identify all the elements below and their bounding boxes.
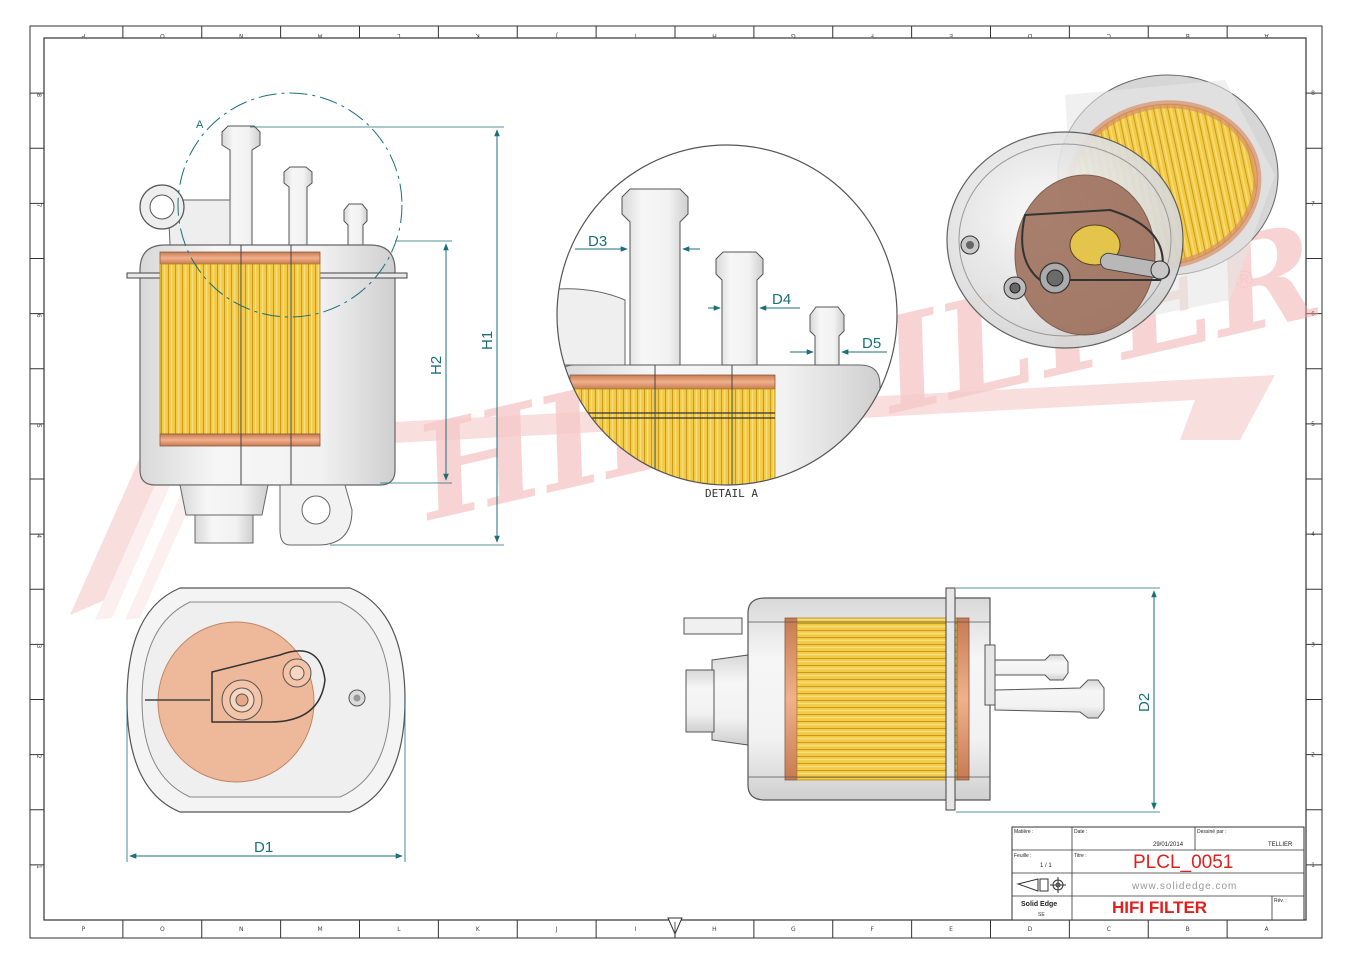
zone-label-top: J <box>556 32 559 39</box>
zone-label-right: 3 <box>1311 641 1315 648</box>
tb-software: Solid Edge <box>1021 901 1057 908</box>
zone-label-bottom: I <box>635 926 637 933</box>
dim-h1: H1 <box>479 331 496 350</box>
zone-label-bottom: N <box>239 926 244 933</box>
zone-label-right: 4 <box>1311 531 1315 538</box>
zone-label-bottom: G <box>791 926 796 933</box>
zone-label-bottom: M <box>317 926 322 933</box>
detail-a-caption: DETAIL A <box>705 487 758 500</box>
tb-titre-value: PLCL_0051 <box>1133 852 1233 873</box>
zone-labels: P P O O N N M M L L K K J J I I H H G G F F E E D D C C B B A A 8 8 7 7 6 6 5 5… <box>35 32 1315 933</box>
zone-label-bottom: D <box>1028 926 1033 933</box>
zone-label-top: I <box>634 32 636 39</box>
zone-label-top: A <box>1264 32 1269 39</box>
zone-label-right: 8 <box>1311 90 1315 97</box>
isometric-view <box>946 74 1279 349</box>
zone-label-right: 5 <box>1311 421 1315 428</box>
zone-label-left: 7 <box>35 203 42 207</box>
zone-label-bottom: O <box>160 926 165 933</box>
zone-label-right: 2 <box>1311 752 1315 759</box>
zone-label-top: F <box>870 32 874 39</box>
zone-ticks <box>30 26 1322 938</box>
dim-d5: D5 <box>862 335 881 352</box>
zone-label-top: B <box>1186 32 1190 39</box>
tb-date-label: Date : <box>1074 829 1087 835</box>
tb-rev-label: Rév. : <box>1274 898 1287 904</box>
tb-website: www.solidedge.com <box>1131 881 1237 892</box>
zone-label-bottom: J <box>555 926 558 933</box>
detail-a-circle <box>177 92 403 318</box>
zone-label-left: 6 <box>35 314 42 318</box>
zone-label-bottom: E <box>949 926 953 933</box>
zone-label-right: 6 <box>1311 311 1315 318</box>
tb-feuille-value: 1 / 1 <box>1040 863 1052 869</box>
tb-dessine-label: Dessiné par : <box>1197 829 1226 835</box>
tb-date-value: 29/01/2014 <box>1153 842 1184 848</box>
zone-label-left: 8 <box>35 93 42 97</box>
zone-label-bottom: B <box>1186 926 1190 933</box>
zone-label-left: 2 <box>35 755 42 759</box>
zone-label-bottom: A <box>1265 926 1270 933</box>
zone-label-bottom: C <box>1107 926 1111 933</box>
tb-matiere-label: Matière : <box>1014 829 1033 835</box>
zone-label-bottom: L <box>397 926 401 933</box>
detail-a-view: D3 D4 D5 DETAIL A <box>556 144 898 500</box>
tb-dessine-value: TELLIER <box>1268 842 1293 848</box>
zone-label-left: 5 <box>35 424 42 428</box>
tb-company: HIFI FILTER <box>1112 898 1207 917</box>
zone-label-top: K <box>475 32 480 39</box>
dim-h2: H2 <box>428 356 445 375</box>
zone-label-left: 1 <box>35 865 42 869</box>
zone-label-top: G <box>791 32 796 39</box>
dim-d4: D4 <box>772 291 791 308</box>
zone-label-top: L <box>397 32 401 39</box>
dim-d1: D1 <box>254 839 273 856</box>
sheet-outer-border <box>29 25 1323 939</box>
zone-label-top: M <box>317 32 322 39</box>
zone-label-left: 4 <box>35 534 42 538</box>
zone-label-top: N <box>239 32 244 39</box>
dim-d3: D3 <box>588 233 607 250</box>
zone-label-top: C <box>1107 32 1111 39</box>
zone-label-top: H <box>712 32 717 39</box>
zone-label-top: D <box>1027 32 1032 39</box>
zone-label-right: 7 <box>1311 200 1315 207</box>
zone-label-bottom: P <box>82 926 86 933</box>
zone-label-top: E <box>949 32 953 39</box>
front-view: A H1 H2 <box>126 92 504 546</box>
side-view: D2 <box>683 587 1160 813</box>
tb-software-sub: SE <box>1038 912 1045 918</box>
tb-titre-label: Titre : <box>1074 853 1087 859</box>
zone-label-bottom: H <box>712 926 717 933</box>
title-block: Matière : Date : 29/01/2014 Dessiné par … <box>1011 826 1305 921</box>
zone-label-bottom: F <box>870 926 874 933</box>
bottom-view: D1 <box>126 587 406 862</box>
zone-label-right: 1 <box>1311 862 1315 869</box>
zone-label-top: P <box>81 32 85 39</box>
zone-label-top: O <box>160 32 165 39</box>
detail-a-label: A <box>196 119 204 131</box>
zone-label-bottom: K <box>476 926 481 933</box>
dim-d2: D2 <box>1136 693 1153 712</box>
tb-feuille-label: Feuille : <box>1014 853 1032 859</box>
projection-symbol-icon <box>1016 877 1066 893</box>
zone-label-left: 3 <box>35 644 42 648</box>
